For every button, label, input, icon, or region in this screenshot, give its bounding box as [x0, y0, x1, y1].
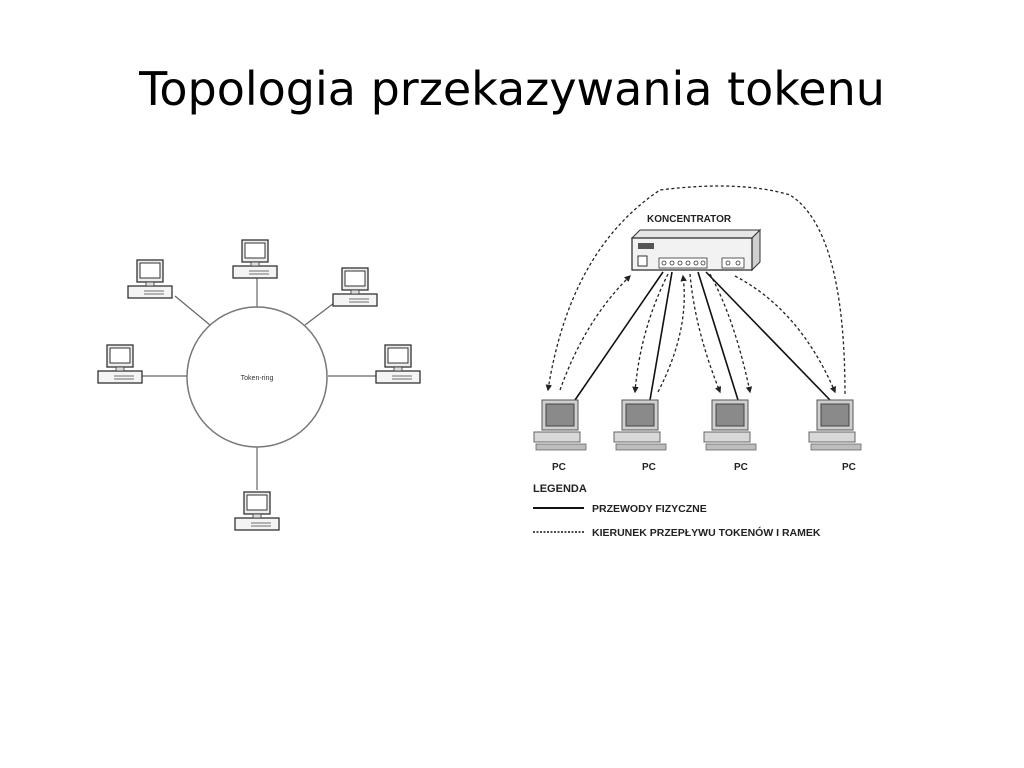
ring-computer-icon [375, 344, 421, 384]
hub-device-icon [630, 228, 762, 272]
token-ring-diagram: Token-ring [97, 239, 421, 531]
ring-computer-icon [97, 344, 143, 384]
ring-computer-icon [332, 267, 378, 307]
hub-diagram: KONCENTRATOR [533, 185, 862, 539]
ring-computer-icon [234, 491, 280, 531]
pc-label: PC [642, 462, 656, 473]
slide-title: Topologia przekazywania tokenu [139, 62, 885, 116]
pc-label: PC [842, 462, 856, 473]
hub-pc-icon [808, 399, 862, 451]
hub-pc-icon [613, 399, 667, 451]
pc-label: PC [552, 462, 566, 473]
token-ring-label: Token-ring [241, 375, 274, 382]
hub-label: KONCENTRATOR [647, 214, 732, 225]
legend-dashed-label: KIERUNEK PRZEPŁYWU TOKENÓW I RAMEK [592, 526, 821, 539]
pc-label: PC [734, 462, 748, 473]
hub-pc-icon [703, 399, 757, 451]
token-ring-circle [186, 306, 328, 448]
legend-solid-label: PRZEWODY FIZYCZNE [592, 503, 707, 515]
legend-title: LEGENDA [533, 483, 587, 495]
ring-computer-icon [232, 239, 278, 279]
hub-pc-icon [533, 399, 587, 451]
ring-computer-icon [127, 259, 173, 299]
